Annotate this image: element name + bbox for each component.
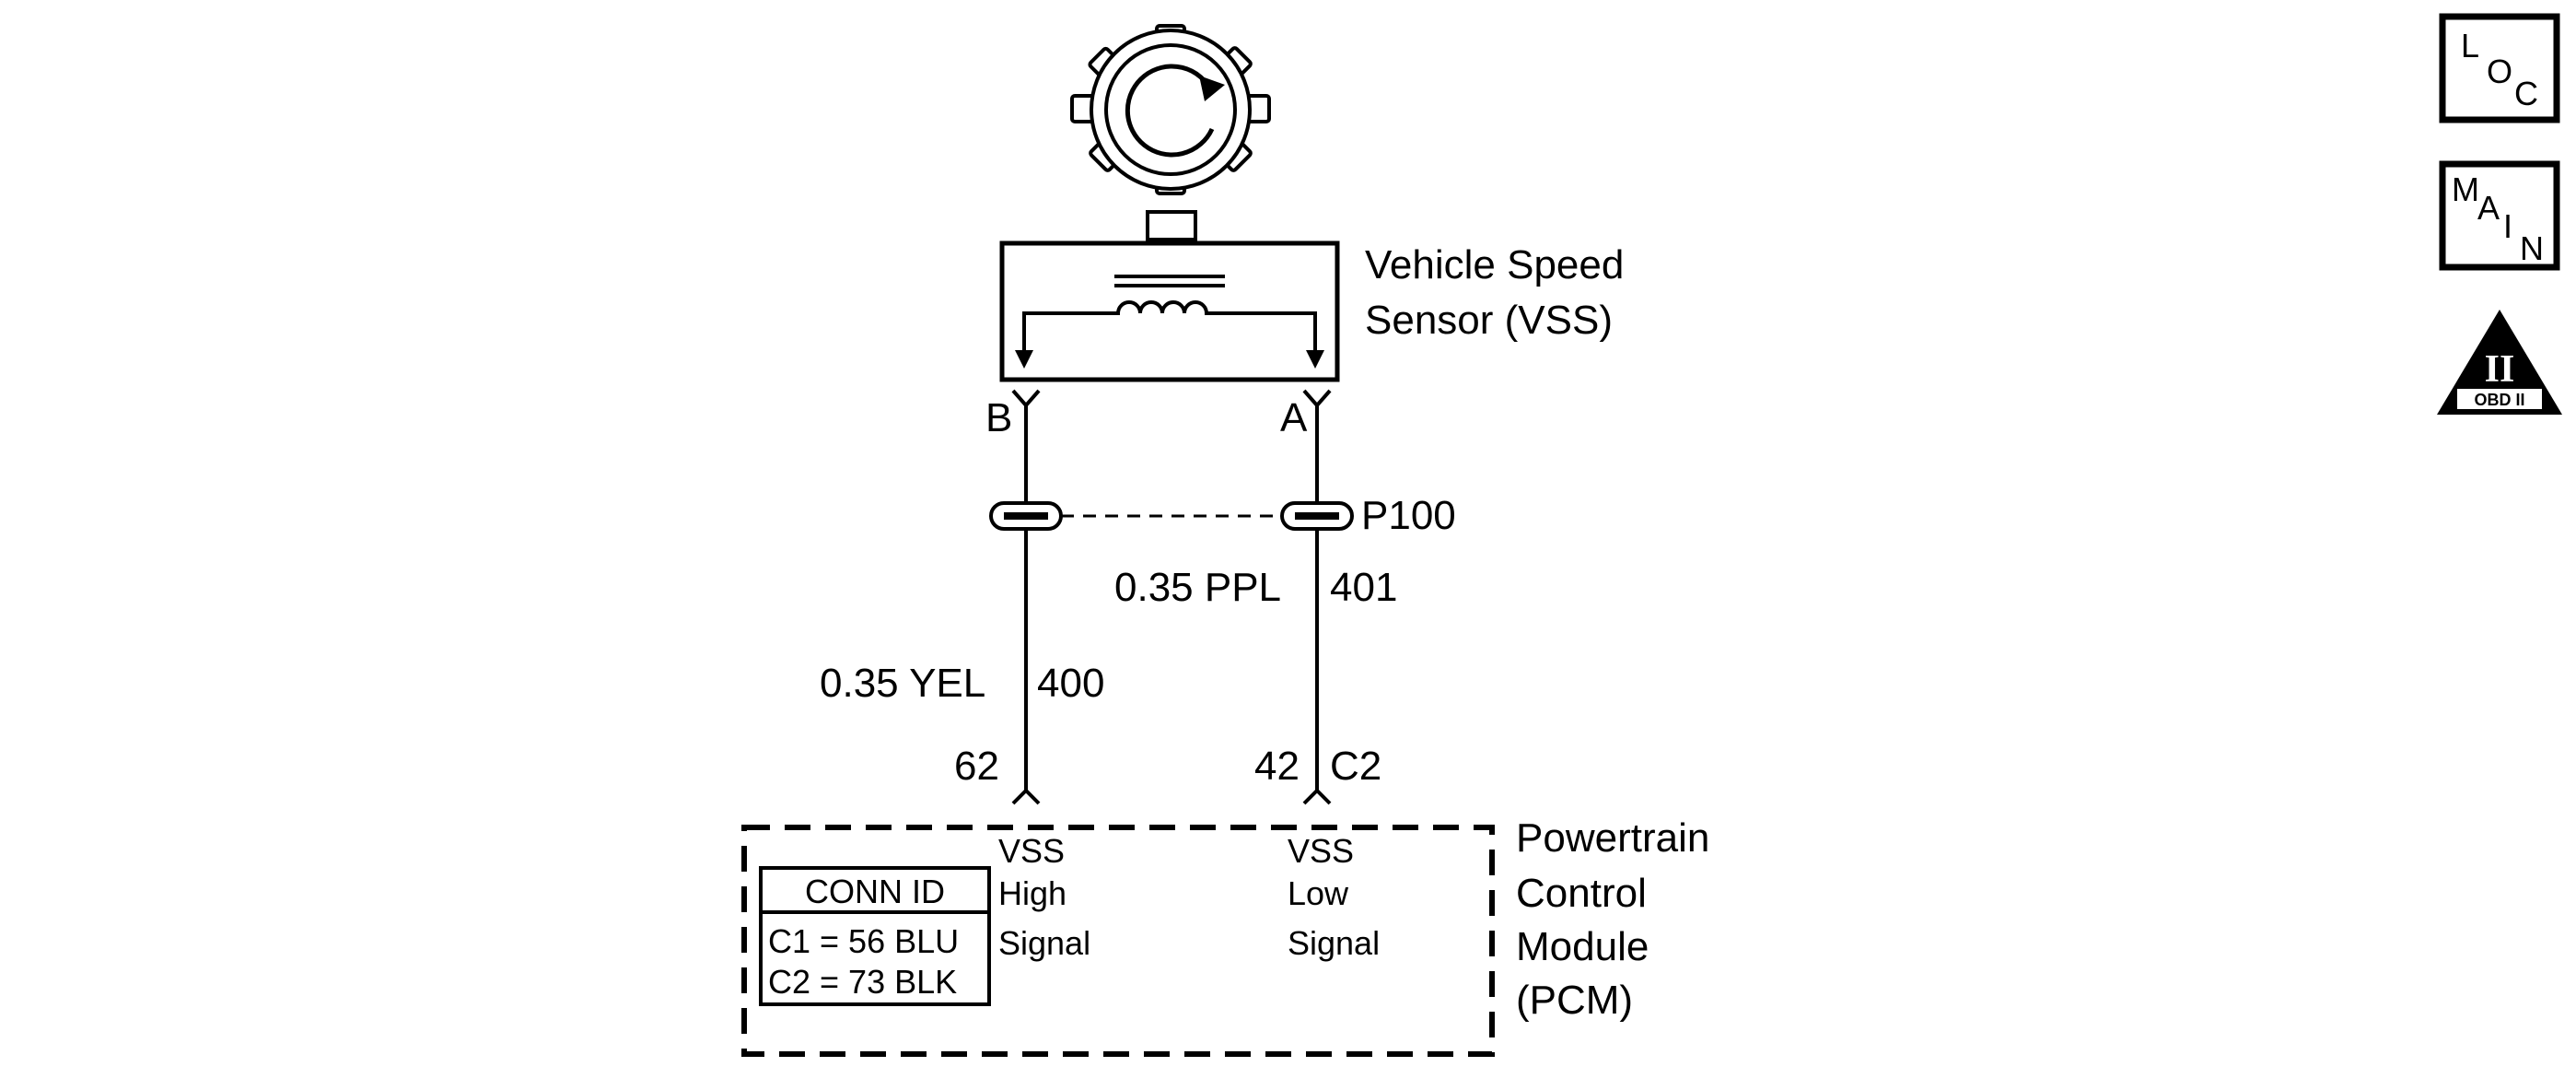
obd-numeral: II	[2485, 348, 2515, 391]
pcm-pin-62: 62	[954, 744, 999, 789]
conn-id-table: CONN ID C1 = 56 BLU C2 = 73 BLK	[759, 866, 991, 1006]
connector-p100-right	[1280, 501, 1354, 531]
vss-high-label-1: VSS	[998, 832, 1065, 870]
pcm-terminal-62	[1011, 788, 1041, 805]
loc-letter-c: C	[2514, 75, 2538, 112]
vss-high-label-2: High	[998, 874, 1067, 912]
main-button[interactable]: M A I N	[2439, 160, 2560, 271]
connector-p100-left	[989, 501, 1063, 531]
pcm-box	[741, 825, 1495, 1057]
pcm-pin-42: 42	[1254, 744, 1300, 789]
main-letter-i: I	[2503, 207, 2512, 245]
vss-name-line1: Vehicle Speed	[1365, 242, 1624, 287]
pcm-terminal-42	[1302, 788, 1332, 805]
conn-id-row-c1: C1 = 56 BLU	[768, 922, 959, 960]
vss-name-line2: Sensor (VSS)	[1365, 298, 1613, 343]
wire-400-circuit: 400	[1037, 661, 1104, 706]
main-letter-a: A	[2477, 189, 2500, 227]
main-letter-m: M	[2452, 170, 2479, 208]
loc-letter-o: O	[2487, 53, 2512, 90]
vss-high-label-3: Signal	[998, 924, 1090, 962]
loc-letter-l: L	[2461, 27, 2479, 64]
pcm-name-line1: Powertrain	[1516, 815, 1709, 861]
main-letter-n: N	[2520, 229, 2544, 267]
pcm-name-line4: (PCM)	[1516, 978, 1633, 1023]
wire-400-size-color: 0.35 YEL	[820, 661, 985, 706]
vss-low-label-2: Low	[1288, 874, 1349, 912]
obd-ii-button[interactable]: II OBD II	[2437, 310, 2562, 415]
vss-low-label-3: Signal	[1288, 924, 1380, 962]
loc-button[interactable]: L O C	[2439, 13, 2560, 123]
wire-401-size-color: 0.35 PPL	[1114, 565, 1281, 610]
vss-pin-b: B	[985, 395, 1012, 440]
reluctor-wheel-icon	[1070, 24, 1271, 195]
vss-terminal-b	[1011, 389, 1041, 409]
pcm-connector-c2: C2	[1330, 744, 1381, 789]
pcm-name-line2: Control	[1516, 871, 1647, 916]
vss-low-label-1: VSS	[1288, 832, 1354, 870]
vss-terminal-a	[1302, 389, 1332, 409]
p100-label: P100	[1361, 493, 1456, 538]
wire-401-circuit: 401	[1330, 565, 1397, 610]
vehicle-speed-sensor	[999, 210, 1340, 382]
conn-id-title: CONN ID	[805, 873, 945, 910]
obd-text: OBD II	[2474, 391, 2524, 409]
conn-id-row-c2: C2 = 73 BLK	[768, 963, 957, 1001]
vss-pin-a: A	[1280, 395, 1308, 440]
pcm-name-line3: Module	[1516, 924, 1649, 969]
